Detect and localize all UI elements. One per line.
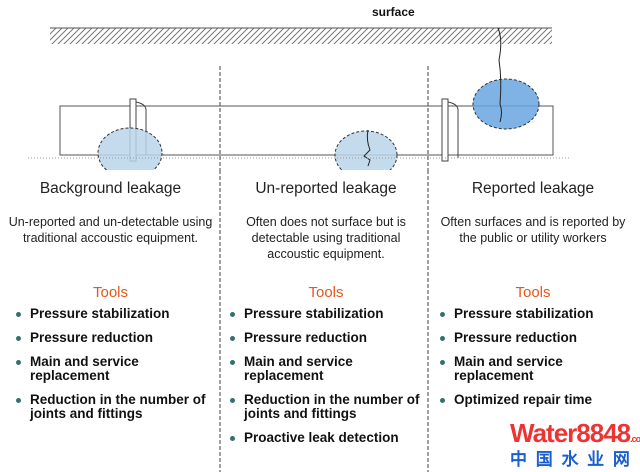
tools-label: Tools xyxy=(92,284,129,301)
column-title: Reported leakage xyxy=(471,180,595,197)
leak-unreported xyxy=(334,130,398,170)
tool-item: Pressure reduction xyxy=(14,331,213,345)
pipe-joint-right xyxy=(441,98,459,162)
column-unreported: Un-reported leakage Often does not surfa… xyxy=(228,180,424,455)
ground-surface xyxy=(50,27,552,44)
tool-item: Optimized repair time xyxy=(438,393,628,407)
tool-item: Main and service replacement xyxy=(228,355,424,383)
crack xyxy=(497,27,502,123)
leak-background xyxy=(97,127,163,170)
tool-item: Main and service replacement xyxy=(14,355,213,383)
column-background: Background leakage Un-reported and un-de… xyxy=(8,180,213,431)
column-description: Un-reported and un-detectable using trad… xyxy=(8,215,213,245)
watermark-brand: Water8848 xyxy=(510,418,631,448)
tools-label: Tools xyxy=(308,284,344,301)
surface-label: surface xyxy=(372,5,415,19)
tool-item: Reduction in the number of joints and fi… xyxy=(228,393,424,421)
column-reported: Reported leakage Often surfaces and is r… xyxy=(438,180,628,417)
tool-item: Reduction in the number of joints and fi… xyxy=(14,393,213,421)
tool-item: Pressure stabilization xyxy=(438,307,628,321)
tool-item: Pressure stabilization xyxy=(14,307,213,321)
tool-item: Proactive leak detection xyxy=(228,431,424,445)
leak-reported xyxy=(472,78,540,130)
tool-item: Pressure reduction xyxy=(228,331,424,345)
tools-label: Tools xyxy=(515,284,551,301)
column-description: Often surfaces and is reported by the pu… xyxy=(440,215,626,245)
column-title: Background leakage xyxy=(39,180,182,197)
tool-item: Pressure stabilization xyxy=(228,307,424,321)
tool-item: Pressure reduction xyxy=(438,331,628,345)
watermark-chinese: 中 国 水 业 网 xyxy=(510,450,632,469)
tool-item: Main and service replacement xyxy=(438,355,628,383)
watermark-logo: Water8848.com 中 国 水 业 网 xyxy=(510,418,640,470)
watermark-domain: .com xyxy=(630,434,640,444)
column-title: Un-reported leakage xyxy=(255,180,397,197)
column-description: Often does not surface but is detectable… xyxy=(246,215,406,261)
pipe-diagram xyxy=(28,27,570,170)
